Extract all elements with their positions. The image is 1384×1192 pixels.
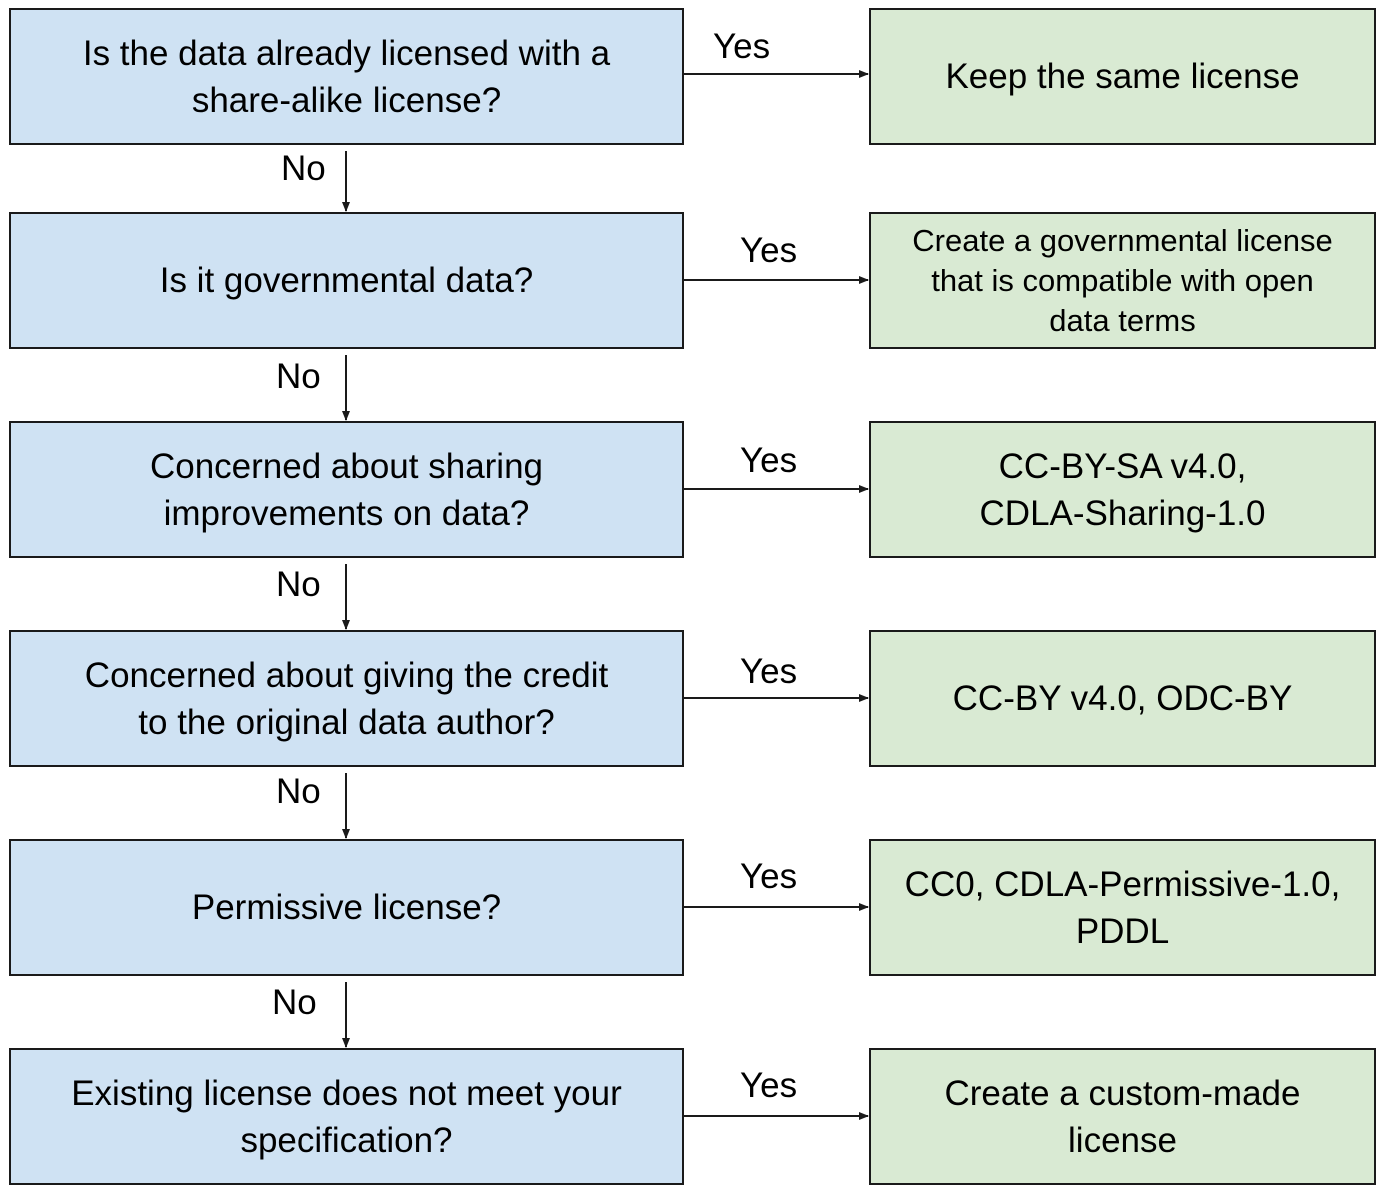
no-label-4: No [276,772,321,811]
outcome-box-1: Keep the same license [869,8,1376,145]
yes-label-3: Yes [740,441,798,480]
question-box-3: Concerned about sharing improvements on … [9,421,684,558]
question-box-4: Concerned about giving the credit to the… [9,630,684,767]
question-box-6: Existing license does not meet your spec… [9,1048,684,1185]
question-box-2: Is it governmental data? [9,212,684,349]
no-label-2: No [276,357,321,396]
no-label-1: No [281,149,326,188]
question-box-1: Is the data already licensed with a shar… [9,8,684,145]
yes-label-6: Yes [740,1066,798,1105]
no-label-3: No [276,565,321,604]
yes-label-1: Yes [713,27,771,66]
outcome-box-3: CC-BY-SA v4.0, CDLA-Sharing-1.0 [869,421,1376,558]
no-label-5: No [272,983,317,1022]
question-box-5: Permissive license? [9,839,684,976]
outcome-box-2: Create a governmental license that is co… [869,212,1376,349]
yes-label-2: Yes [740,231,798,270]
outcome-box-6: Create a custom-made license [869,1048,1376,1185]
yes-label-4: Yes [740,652,798,691]
outcome-box-5: CC0, CDLA-Permissive-1.0, PDDL [869,839,1376,976]
outcome-box-4: CC-BY v4.0, ODC-BY [869,630,1376,767]
yes-label-5: Yes [740,857,798,896]
